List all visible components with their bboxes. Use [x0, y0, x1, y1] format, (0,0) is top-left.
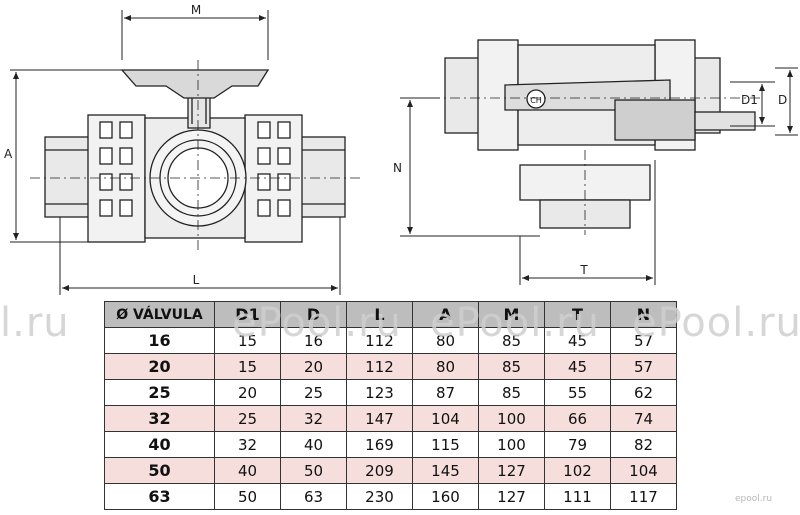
table-cell: 100 [478, 405, 545, 432]
table-cell: 82 [610, 431, 677, 458]
table-cell: 74 [610, 405, 677, 432]
table-cell: 57 [610, 353, 677, 380]
table-cell: 25 [104, 379, 215, 406]
header-D: D [280, 301, 347, 328]
table-cell: 15 [214, 353, 281, 380]
table-cell: 111 [544, 483, 611, 510]
table-cell: 32 [280, 405, 347, 432]
valve-technical-drawing: M A L N T D1 D CH [4, 3, 798, 295]
table-cell: 63 [104, 483, 215, 510]
table-cell: 115 [412, 431, 479, 458]
side-dimensions [400, 67, 798, 285]
label-N: N [393, 161, 402, 175]
table-cell: 50 [104, 457, 215, 484]
table-cell: 104 [412, 405, 479, 432]
table-cell: 85 [478, 379, 545, 406]
table-cell: 100 [478, 431, 545, 458]
table-cell: 50 [214, 483, 281, 510]
table-cell: 32 [104, 405, 215, 432]
table-cell: 80 [412, 353, 479, 380]
table-cell: 16 [280, 327, 347, 354]
table-cell: 20 [104, 353, 215, 380]
table-cell: 160 [412, 483, 479, 510]
table-cell: 209 [346, 457, 413, 484]
table-cell: 169 [346, 431, 413, 458]
watermark: ePool.ru [632, 300, 800, 346]
table-cell: 80 [412, 327, 479, 354]
watermark: ePool.ru [430, 300, 600, 346]
table-cell: 102 [544, 457, 611, 484]
watermark-left: l.ru [0, 300, 70, 346]
table-cell: 145 [412, 457, 479, 484]
front-view [30, 60, 360, 250]
header-valve-size: Ø VÁLVULA [104, 301, 215, 328]
table-cell: 87 [412, 379, 479, 406]
table-cell: 50 [280, 457, 347, 484]
table-cell: 112 [346, 353, 413, 380]
table-cell: 66 [544, 405, 611, 432]
watermark: ePool.ru [232, 300, 402, 346]
label-D1: D1 [741, 93, 758, 107]
table-cell: 79 [544, 431, 611, 458]
header-M: M [478, 301, 545, 328]
table-cell: 147 [346, 405, 413, 432]
table-cell: 32 [214, 431, 281, 458]
table-cell: 45 [544, 327, 611, 354]
label-D: D [778, 93, 787, 107]
side-view [430, 39, 760, 235]
header-D1: D1 [214, 301, 281, 328]
label-L: L [193, 273, 200, 287]
header-T: T [544, 301, 611, 328]
label-CH: CH [530, 96, 542, 105]
table-cell: 25 [280, 379, 347, 406]
label-T: T [579, 263, 588, 277]
table-cell: 15 [214, 327, 281, 354]
table-cell: 230 [346, 483, 413, 510]
table-cell: 123 [346, 379, 413, 406]
table-cell: 40 [214, 457, 281, 484]
table-cell: 45 [544, 353, 611, 380]
table-cell: 63 [280, 483, 347, 510]
table-cell: 62 [610, 379, 677, 406]
label-A: A [4, 147, 13, 161]
table-cell: 16 [104, 327, 215, 354]
table-cell: 40 [280, 431, 347, 458]
table-cell: 55 [544, 379, 611, 406]
front-dimensions [10, 10, 341, 295]
table-cell: 85 [478, 327, 545, 354]
brand-logo-text: epool.ru [735, 494, 773, 504]
table-cell: 20 [214, 379, 281, 406]
label-M: M [191, 3, 201, 17]
table-cell: 25 [214, 405, 281, 432]
table-cell: 127 [478, 483, 545, 510]
table-cell: 20 [280, 353, 347, 380]
table-cell: 104 [610, 457, 677, 484]
table-cell: 127 [478, 457, 545, 484]
header-A: A [412, 301, 479, 328]
table-cell: 117 [610, 483, 677, 510]
table-cell: 40 [104, 431, 215, 458]
table-cell: 85 [478, 353, 545, 380]
